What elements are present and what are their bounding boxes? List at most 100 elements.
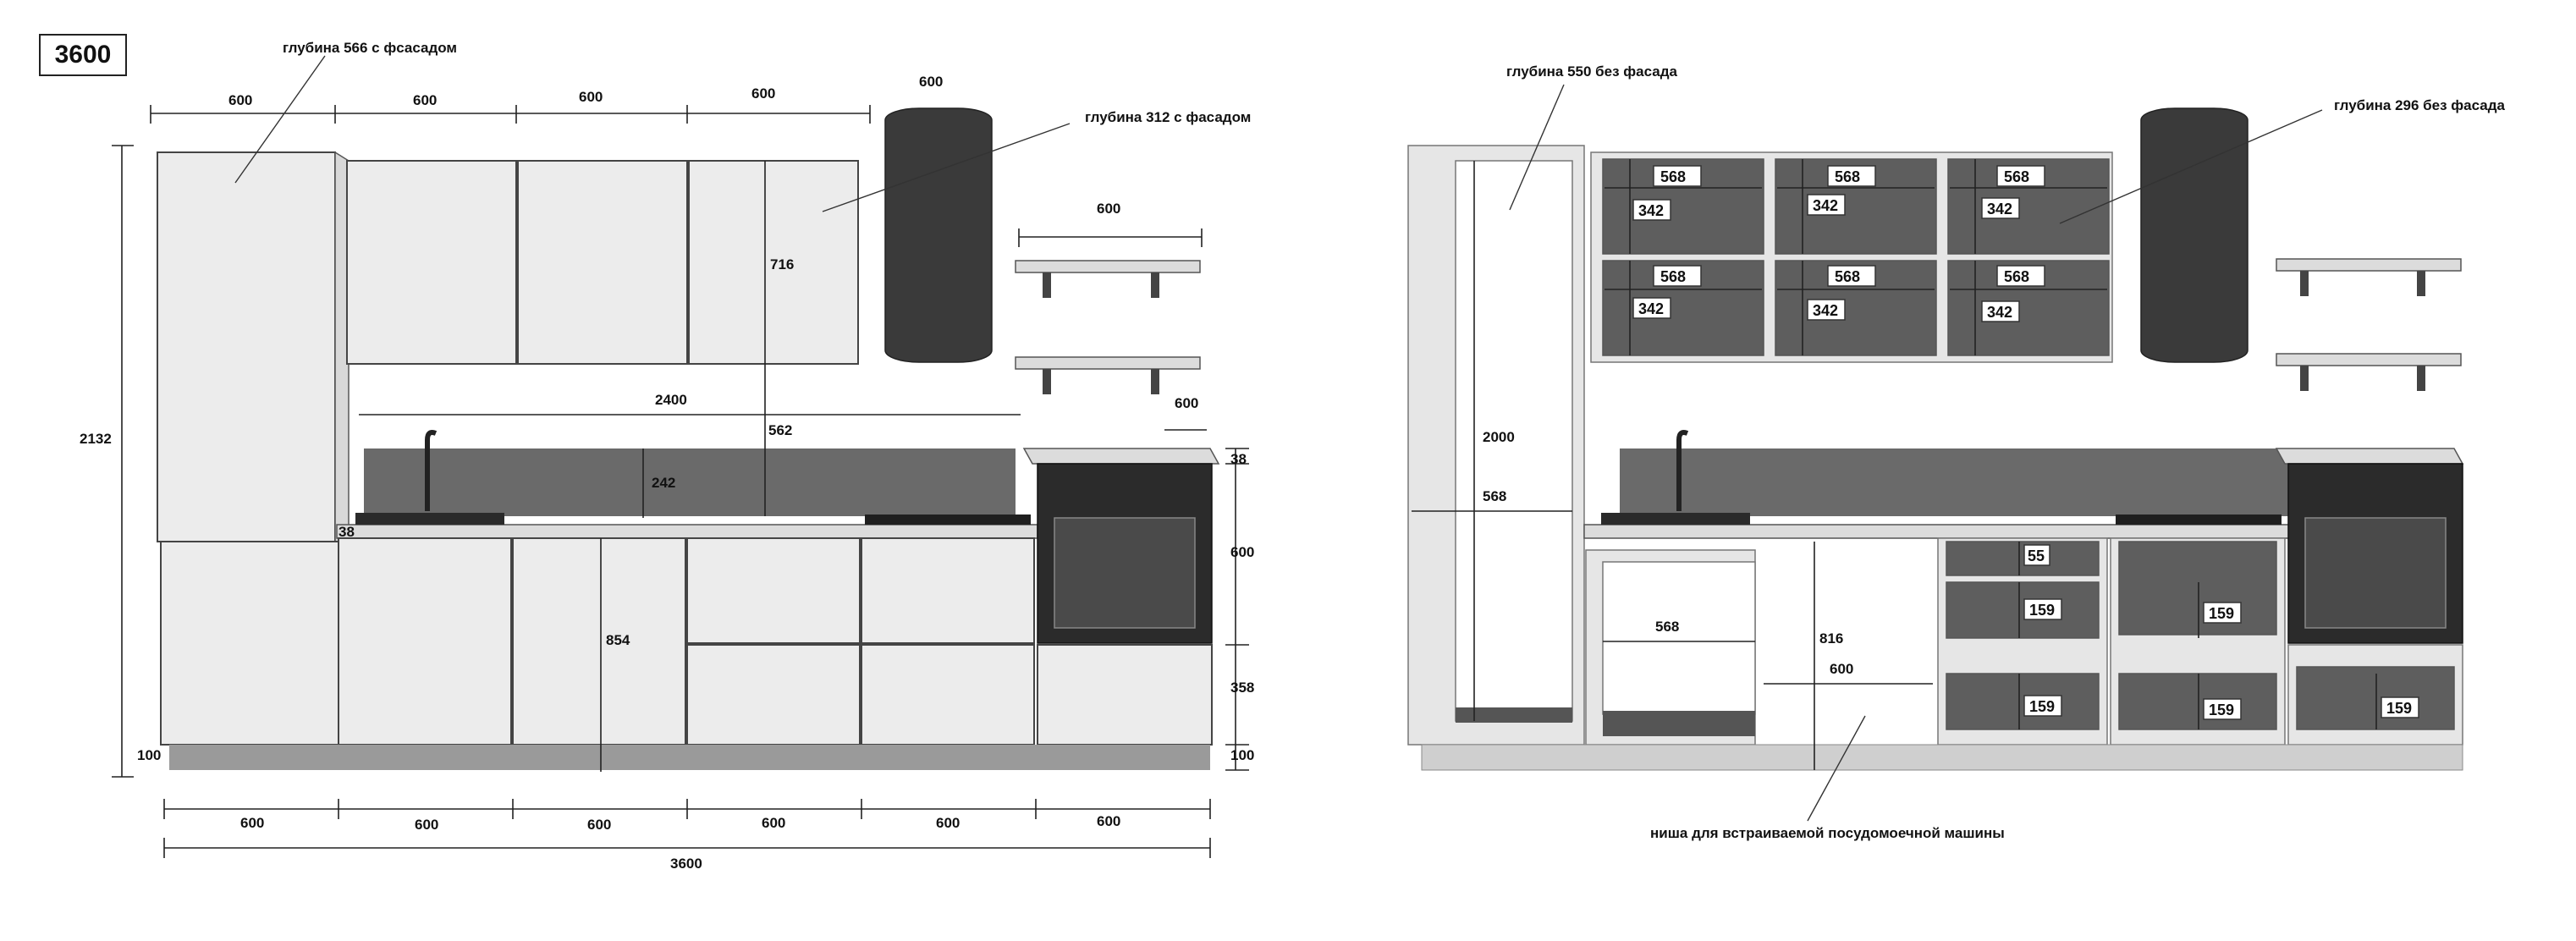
- inner-height-label: 342: [1638, 202, 1664, 219]
- shelf-2: [2276, 353, 2462, 391]
- inner-width-label: 568: [2004, 268, 2029, 285]
- hob: [865, 515, 1031, 525]
- tall-depth-note: глубина 566 с фсасадом: [283, 40, 457, 56]
- worktop-thickness-label: 38: [339, 524, 355, 540]
- shelf-width-label: 600: [1097, 201, 1120, 217]
- base-cabinet-4a: [861, 537, 1035, 644]
- backsplash-wall: [1620, 448, 2314, 516]
- top-width-label: 600: [579, 89, 603, 105]
- sink: [355, 513, 504, 525]
- right-dim-label: 38: [1230, 451, 1247, 467]
- base-cabinet-3a: [686, 537, 861, 644]
- shelf-2: [1015, 356, 1201, 394]
- inner-height-label: 342: [1987, 201, 2012, 217]
- base-cabinet-4b: [861, 644, 1035, 746]
- drawer-box: [2118, 673, 2277, 730]
- tall-carcass-floor: [1456, 707, 1572, 723]
- wall-depth-leader: [822, 123, 1071, 212]
- shelf-1: [2276, 258, 2462, 296]
- oven-width-label: 600: [1175, 395, 1198, 411]
- tap: [1676, 430, 1689, 511]
- drawer-box: [1946, 673, 2100, 730]
- oven-window: [1054, 517, 1196, 629]
- sink-carcass-inner: [1602, 561, 1756, 715]
- right-dim-label: 600: [1230, 544, 1254, 560]
- base-height-label: 854: [606, 632, 630, 648]
- inner-width-label: 568: [2004, 168, 2029, 185]
- shelf-1: [1015, 260, 1201, 298]
- oven-column-top: [2275, 448, 2464, 465]
- total-width-label: 3600: [670, 856, 702, 872]
- tall-cabinet-lower: [160, 541, 339, 746]
- backsplash-label: 242: [652, 475, 675, 491]
- drawer-height-label: 159: [2386, 700, 2412, 717]
- hood: [2140, 107, 2248, 363]
- total-dimension-line: [163, 838, 1211, 858]
- inner-width-label: 568: [1835, 268, 1860, 285]
- inner-height-label: 342: [1987, 304, 2012, 321]
- bottom-width-label: 600: [762, 815, 785, 831]
- hob: [2116, 515, 2282, 525]
- plinth: [169, 745, 1210, 770]
- plinth-label: 100: [137, 747, 161, 763]
- wall-cabinet-2: [517, 160, 688, 365]
- wall-depth-leader: [2059, 109, 2323, 224]
- gap-label: 562: [768, 422, 792, 438]
- tall-depth-leader: [1509, 84, 1565, 211]
- inner-dimension-lines: [1412, 159, 2377, 770]
- niche-note: ниша для встраиваемой посудомоечной маши…: [1650, 825, 2005, 841]
- total-height-label: 2132: [80, 431, 112, 447]
- bottom-width-label: 600: [587, 817, 611, 833]
- inner-height-label: 342: [1813, 302, 1838, 319]
- inner-width-label: 568: [1660, 168, 1686, 185]
- backsplash-wall: [364, 448, 1016, 516]
- left-height-line: [112, 145, 134, 778]
- worktop: [336, 524, 1038, 539]
- drawer-height-label: 159: [2029, 602, 2055, 619]
- inner-height-label: 342: [1638, 300, 1664, 317]
- oven-drawer: [1037, 644, 1213, 746]
- drawer-box: [2296, 666, 2455, 730]
- bottom-width-label: 600: [936, 815, 960, 831]
- drawer-height-label: 159: [2209, 702, 2234, 718]
- drawer-box: [1946, 581, 2100, 639]
- wall-cabinet-1: [346, 160, 517, 365]
- oven-column-top: [1022, 448, 1220, 465]
- drawing-title: 3600: [39, 34, 127, 76]
- tall-cabinet: [157, 151, 336, 542]
- inner-height-label: 342: [1813, 197, 1838, 214]
- sink: [1601, 513, 1750, 525]
- worktop: [1583, 524, 2294, 539]
- oven-window: [2304, 517, 2447, 629]
- bottom-width-label: 600: [1097, 813, 1120, 829]
- bottom-width-label: 600: [240, 815, 264, 831]
- hood-width-label: 600: [919, 74, 943, 90]
- tall-height-label: 2000: [1483, 429, 1515, 445]
- niche-width-label: 600: [1830, 661, 1853, 677]
- tall-width-label: 568: [1483, 488, 1506, 504]
- wall-depth-note: глубина 312 с фасадом: [1085, 109, 1251, 125]
- drawer-box: [1946, 541, 2100, 576]
- plinth: [1421, 744, 2463, 771]
- inner-width-label: 568: [1835, 168, 1860, 185]
- wall-span-label: 2400: [655, 392, 687, 408]
- right-dim-label: 100: [1230, 747, 1254, 763]
- bottom-dimension-line: [163, 799, 1211, 819]
- top-width-label: 600: [228, 92, 252, 108]
- wall-height-label: 716: [770, 256, 794, 272]
- inner-width-label: 568: [1660, 268, 1686, 285]
- right-carcass-view: глубина 550 без фасада глубина 296 без ф…: [1407, 63, 2506, 841]
- drawer-height-label: 159: [2029, 698, 2055, 715]
- niche-leader: [1807, 715, 1866, 822]
- drawer-height-label: 159: [2209, 605, 2234, 622]
- wall-cabinet-3: [688, 160, 859, 365]
- tall-depth-note: глубина 550 без фасада: [1506, 63, 1678, 80]
- top-dimension-line: [150, 105, 871, 124]
- sink-carcass-floor: [1603, 711, 1755, 736]
- bottom-width-label: 600: [415, 817, 438, 833]
- right-height-line: [1225, 448, 1249, 771]
- drawer-height-label: 55: [2028, 548, 2045, 564]
- base-cabinet-2: [512, 537, 686, 746]
- base-cabinet-1: [338, 537, 512, 746]
